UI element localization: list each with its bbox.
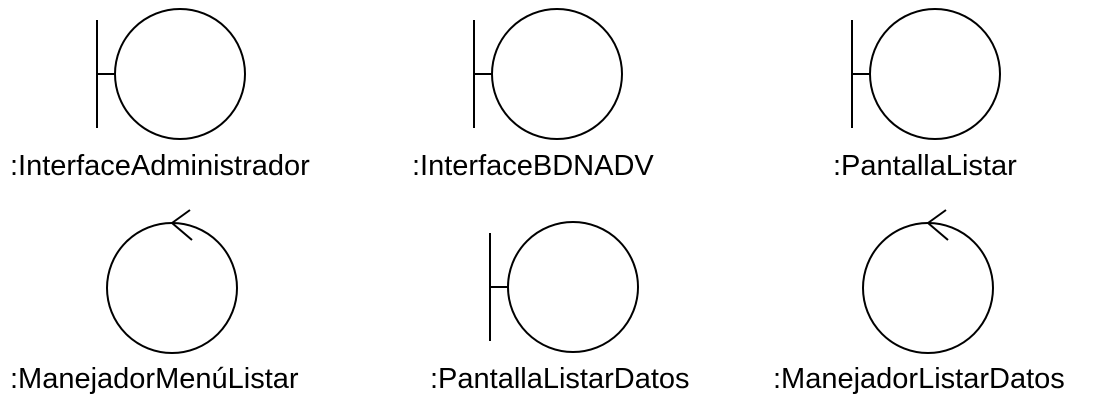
object-label: :InterfaceBDNADV <box>412 150 654 182</box>
boundary-icon <box>489 221 639 353</box>
object-label: :InterfaceAdministrador <box>10 150 310 182</box>
boundary-icon <box>96 8 246 140</box>
boundary-icon <box>851 8 1001 140</box>
object-label: :ManejadorMenúListar <box>10 363 299 395</box>
boundary-icon <box>473 8 623 140</box>
object-label: :PantallaListar <box>833 150 1017 182</box>
object-label: :ManejadorListarDatos <box>773 363 1065 395</box>
control-icon <box>862 209 994 354</box>
control-icon <box>106 209 238 354</box>
object-label: :PantallaListarDatos <box>430 363 690 395</box>
